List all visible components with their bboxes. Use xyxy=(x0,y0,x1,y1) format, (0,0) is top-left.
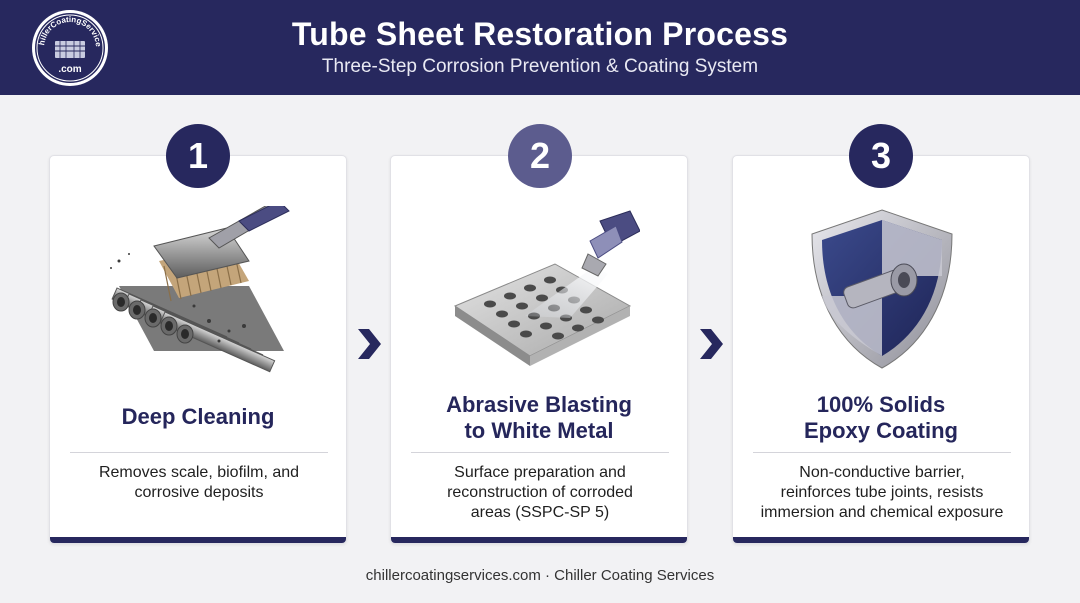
desc-line: reinforces tube joints, resists xyxy=(780,484,984,501)
divider xyxy=(70,452,328,453)
title-line: Abrasive Blasting xyxy=(446,392,632,417)
step-number-badge-2: 2 xyxy=(508,124,572,188)
step-card-1: Deep Cleaning Removes scale, biofilm, an… xyxy=(49,155,347,544)
card-bottom-bar xyxy=(733,537,1029,543)
page-title: Tube Sheet Restoration Process xyxy=(291,16,789,52)
step-title-3: 100% Solids Epoxy Coating xyxy=(733,392,1029,444)
step-description-3: Non-conductive barrier, reinforces tube … xyxy=(743,463,1021,523)
divider xyxy=(411,452,669,453)
card-bottom-bar xyxy=(391,537,687,543)
desc-line: immersion and chemical exposure xyxy=(760,504,1004,521)
brush-cleaning-tubes-icon xyxy=(110,206,290,373)
step-card-3: 100% Solids Epoxy Coating Non-conductive… xyxy=(732,155,1030,544)
divider xyxy=(753,452,1011,453)
shield-icon xyxy=(811,209,953,369)
step-description-2: Surface preparation and reconstruction o… xyxy=(401,463,679,523)
desc-line: reconstruction of corroded xyxy=(447,484,633,501)
logo-text-bottom: .com xyxy=(58,64,81,75)
step-description-1: Removes scale, biofilm, and corrosive de… xyxy=(60,463,338,503)
desc-line: areas (SSPC-SP 5) xyxy=(470,504,610,521)
title-line: 100% Solids xyxy=(816,392,946,417)
step-card-2: Abrasive Blasting to White Metal Surface… xyxy=(390,155,688,544)
blasting-nozzle-icon xyxy=(453,210,640,366)
step-number-badge-3: 3 xyxy=(849,124,913,188)
card-bottom-bar xyxy=(50,537,346,543)
chevron-right-icon xyxy=(700,329,723,359)
page-subtitle: Three-Step Corrosion Prevention & Coatin… xyxy=(321,56,759,77)
desc-line: Removes scale, biofilm, and xyxy=(98,464,300,481)
chevron-right-icon xyxy=(358,329,381,359)
step-title-1: Deep Cleaning xyxy=(121,404,275,429)
title-line: to White Metal xyxy=(464,418,614,443)
desc-line: Non-conductive barrier, xyxy=(799,464,965,481)
desc-line: Surface preparation and xyxy=(454,464,626,481)
step-number-badge-1: 1 xyxy=(166,124,230,188)
footer-text: chillercoatingservices.com · Chiller Coa… xyxy=(365,567,715,584)
step-title-2: Abrasive Blasting to White Metal xyxy=(391,392,687,444)
title-line: Epoxy Coating xyxy=(803,418,958,443)
desc-line: corrosive deposits xyxy=(134,484,264,501)
